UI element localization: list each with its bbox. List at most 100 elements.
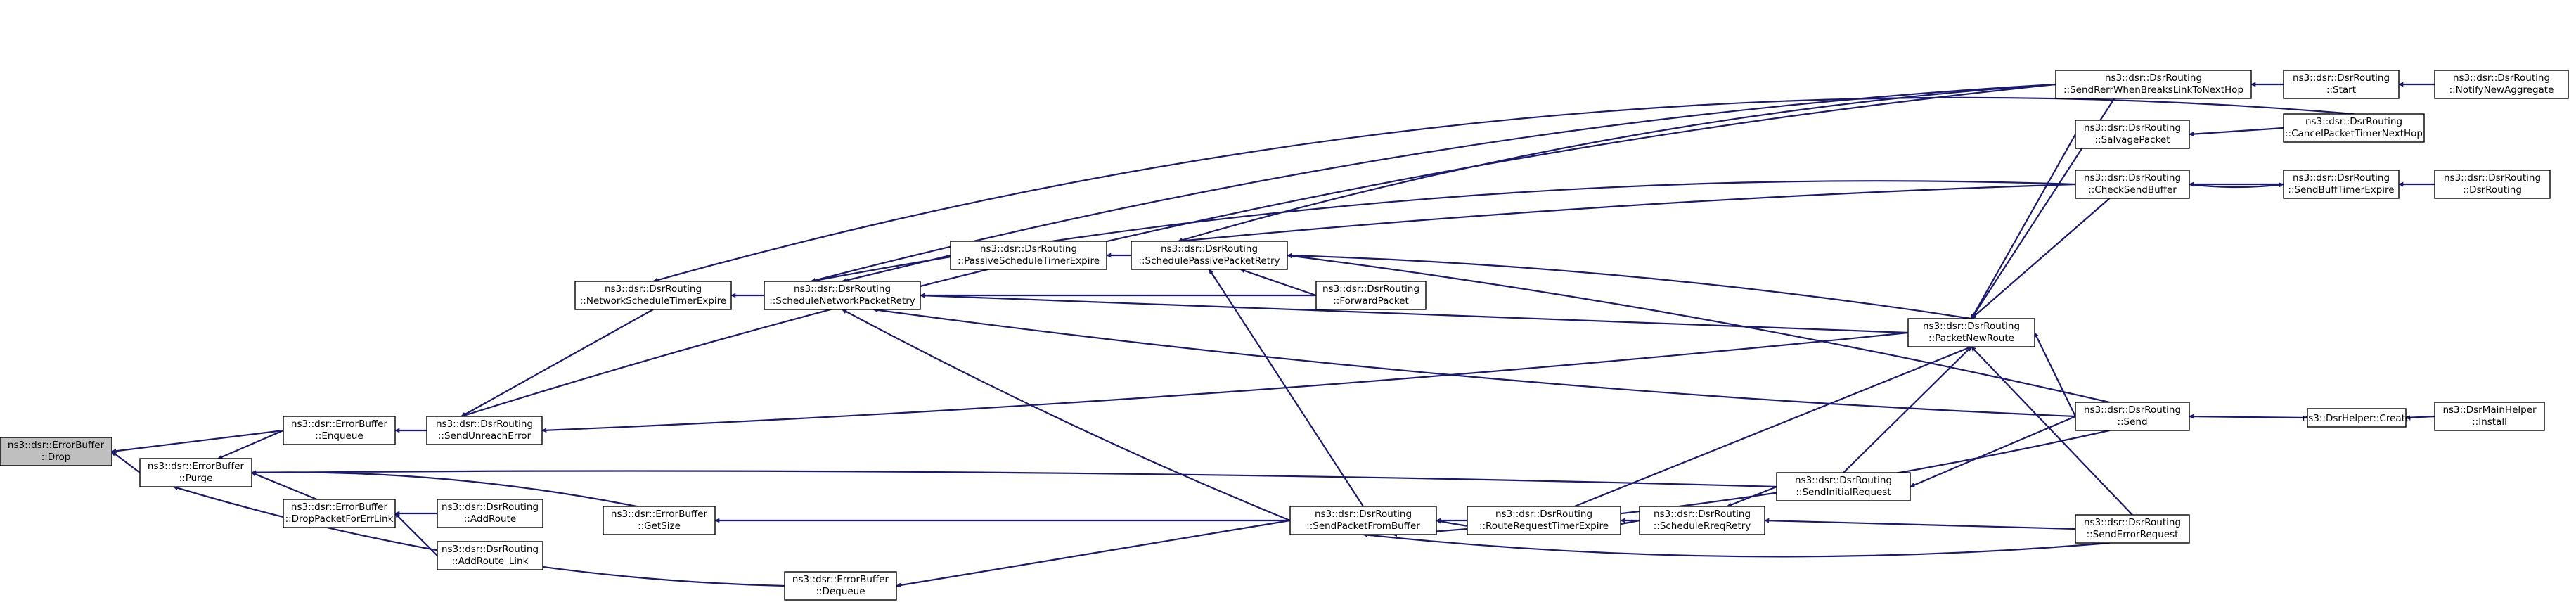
node-label: ::SendUnreachError <box>438 430 532 442</box>
call-edge <box>1574 345 1972 508</box>
node-box <box>2434 402 2545 431</box>
node-box <box>1467 506 1621 535</box>
node-label: ns3::dsr::DsrRouting <box>1795 475 1892 486</box>
node-rreq-expire[interactable]: ns3::dsr::DsrRouting::RouteRequestTimerE… <box>1467 506 1621 535</box>
node-label: ::ScheduleNetworkPacketRetry <box>769 295 915 307</box>
node-send-from-buf[interactable]: ns3::dsr::DsrRouting::SendPacketFromBuff… <box>1289 506 1437 535</box>
node-label: ns3::DsrMainHelper <box>2442 404 2537 416</box>
node-box <box>1639 506 1765 535</box>
node-send-err-req[interactable]: ns3::dsr::DsrRouting::SendErrorRequest <box>2075 514 2190 544</box>
node-send-unreach[interactable]: ns3::dsr::DsrRouting::SendUnreachError <box>426 416 543 445</box>
node-helper-create[interactable]: ns3::DsrHelper::Create <box>2303 408 2411 428</box>
node-send-rerr-links[interactable]: ns3::dsr::DsrRouting::SendRerrWhenBreaks… <box>2055 70 2252 99</box>
node-enqueue[interactable]: ns3::dsr::ErrorBuffer::Enqueue <box>283 416 396 445</box>
node-label: ns3::dsr::DsrRouting <box>2084 122 2181 134</box>
call-edge <box>394 513 438 556</box>
node-label: ::Send <box>2117 416 2147 428</box>
node-passive-expire[interactable]: ns3::dsr::DsrRouting::PassiveScheduleTim… <box>950 241 1107 270</box>
node-label: ns3::dsr::DsrRouting <box>442 501 539 513</box>
node-box <box>437 499 543 528</box>
node-box <box>426 416 543 445</box>
node-label: ::CancelPacketTimerNextHop <box>2285 128 2423 139</box>
node-label: ::SendPacketFromBuffer <box>1306 520 1420 532</box>
node-check-send-buf[interactable]: ns3::dsr::DsrRouting::CheckSendBuffer <box>2075 170 2190 199</box>
node-label: ::GetSize <box>638 520 681 532</box>
node-pkt-new-route[interactable]: ns3::dsr::DsrRouting::PacketNewRoute <box>1907 318 2035 347</box>
call-edge <box>1363 532 2110 558</box>
node-label: ::PacketNewRoute <box>1928 333 2014 344</box>
node-label: ::SendInitialRequest <box>1796 487 1891 498</box>
node-box <box>2075 170 2190 199</box>
node-label: ::Drop <box>41 452 71 463</box>
node-drop[interactable]: ns3::dsr::ErrorBuffer::Drop <box>0 437 112 466</box>
node-label: ns3::dsr::ErrorBuffer <box>291 418 388 430</box>
node-box <box>574 281 732 310</box>
node-box <box>2075 120 2190 149</box>
call-nodes: ns3::dsr::ErrorBuffer::Dropns3::dsr::Err… <box>0 70 2569 601</box>
node-label: ns3::dsr::ErrorBuffer <box>148 461 245 472</box>
node-label: ns3::dsr::DsrRouting <box>2084 517 2181 528</box>
node-cancel-timer[interactable]: ns3::dsr::DsrRouting::CancelPacketTimerN… <box>2283 113 2425 143</box>
node-label: ::ForwardPacket <box>1333 295 1409 307</box>
call-edge <box>111 429 284 454</box>
node-box <box>1289 506 1437 535</box>
call-edge <box>1287 253 1972 320</box>
node-box <box>2055 70 2252 99</box>
node-label: ns3::dsr::DsrRouting <box>2084 404 2181 416</box>
node-add-route-link[interactable]: ns3::dsr::DsrRouting::AddRoute_Link <box>437 541 543 570</box>
call-edge <box>1209 269 1364 507</box>
node-box <box>2283 170 2400 199</box>
node-label: ns3::dsr::ErrorBuffer <box>792 574 889 585</box>
node-drop-link[interactable]: ns3::dsr::ErrorBuffer::DropPacketForErrL… <box>283 499 396 528</box>
node-send-initial[interactable]: ns3::dsr::DsrRouting::SendInitialRequest <box>1776 472 1911 501</box>
node-salvage[interactable]: ns3::dsr::DsrRouting::SalvagePacket <box>2075 120 2190 149</box>
node-label: ns3::dsr::DsrRouting <box>605 283 702 295</box>
node-send[interactable]: ns3::dsr::DsrRouting::Send <box>2075 402 2190 431</box>
node-buff-expire[interactable]: ns3::dsr::DsrRouting::SendBuffTimerExpir… <box>2283 170 2400 199</box>
node-label: ::ScheduleRreqRetry <box>1654 520 1751 532</box>
node-label: ::SalvagePacket <box>2095 134 2170 146</box>
node-box <box>283 416 396 445</box>
node-box <box>764 281 921 310</box>
node-label: ::AddRoute_Link <box>452 556 529 567</box>
node-box <box>2075 402 2190 431</box>
call-edge <box>251 471 318 501</box>
node-dequeue[interactable]: ns3::dsr::ErrorBuffer::Dequeue <box>784 571 897 601</box>
call-edge <box>872 307 2076 418</box>
node-label: ::SchedulePassivePacketRetry <box>1138 255 1280 267</box>
node-get-size[interactable]: ns3::dsr::ErrorBuffer::GetSize <box>603 506 716 535</box>
node-sched-net-retry[interactable]: ns3::dsr::DsrRouting::ScheduleNetworkPac… <box>764 281 921 310</box>
call-edge <box>1764 518 2076 530</box>
node-purge[interactable]: ns3::dsr::ErrorBuffer::Purge <box>139 458 252 487</box>
call-edge <box>2405 415 2435 421</box>
node-net-sched-expire[interactable]: ns3::dsr::DsrRouting::NetworkScheduleTim… <box>574 281 732 310</box>
node-add-route[interactable]: ns3::dsr::DsrRouting::AddRoute <box>437 499 543 528</box>
call-edge <box>1843 346 1972 473</box>
node-box <box>2434 70 2569 99</box>
node-box <box>1315 281 1427 310</box>
node-label: ::CheckSendBuffer <box>2088 184 2177 196</box>
node-box <box>784 571 897 601</box>
node-main-install[interactable]: ns3::DsrMainHelper::Install <box>2434 402 2545 431</box>
node-start[interactable]: ns3::dsr::DsrRouting::Start <box>2283 70 2400 99</box>
node-label: ns3::dsr::DsrRouting <box>2084 172 2181 184</box>
node-label: ns3::dsr::DsrRouting <box>980 243 1077 255</box>
node-label: ns3::dsr::DsrRouting <box>2305 116 2402 127</box>
call-edge <box>1177 183 2076 243</box>
call-edges <box>111 82 2435 588</box>
node-label: ns3::dsr::ErrorBuffer <box>611 509 708 520</box>
node-notify[interactable]: ns3::dsr::DsrRouting::NotifyNewAggregate <box>2434 70 2569 99</box>
node-label: ::PassiveScheduleTimerExpire <box>958 255 1100 267</box>
call-edge <box>896 519 1291 588</box>
node-dsr-routing[interactable]: ns3::dsr::DsrRouting::DsrRouting <box>2434 170 2551 199</box>
node-box <box>603 506 716 535</box>
node-sched-rreq[interactable]: ns3::dsr::DsrRouting::ScheduleRreqRetry <box>1639 506 1765 535</box>
node-sched-passive[interactable]: ns3::dsr::DsrRouting::SchedulePassivePac… <box>1131 241 1288 270</box>
node-box <box>2075 514 2190 544</box>
call-edge <box>2189 127 2284 137</box>
node-forward[interactable]: ns3::dsr::DsrRouting::ForwardPacket <box>1315 281 1427 310</box>
node-label: ::SendRerrWhenBreaksLinkToNextHop <box>2063 84 2243 96</box>
node-label: ::AddRoute <box>464 513 516 525</box>
node-label: ::RouteRequestTimerExpire <box>1479 520 1609 532</box>
